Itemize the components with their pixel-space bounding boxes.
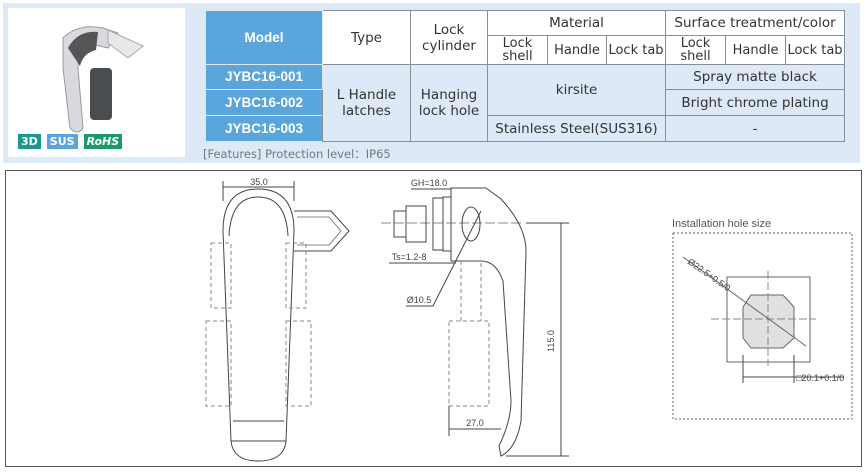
model-cell: JYBC16-002 [205, 89, 323, 116]
subheader: Handle [725, 35, 787, 65]
subheader: Lock tab [605, 35, 667, 65]
table-row: JYBC16-001 L Handle latches Hanging lock… [205, 64, 846, 142]
header-type: Type [322, 10, 411, 65]
spec-table: Model Type Lock cylinder Material Surfac… [205, 10, 846, 142]
features-text: [Features] Protection level：IP65 [203, 147, 391, 161]
table-row: JYBC16-003 Stainless Steel(SUS316) - [205, 115, 846, 142]
model-cell: JYBC16-003 [205, 115, 323, 142]
hole-title: Installation hole size [672, 218, 771, 230]
subheader: Handle [547, 35, 607, 65]
subheader: Lock tab [785, 35, 846, 65]
dim-height: 115.0 [546, 330, 556, 352]
dim-dia: Ø10.5 [407, 295, 432, 305]
lock-cylinder-cell: Hanging lock hole [410, 64, 488, 142]
badge-sus: SUS [46, 134, 78, 149]
hole-square: □20.1+0.1/0 [796, 373, 844, 383]
surface-cell: - [665, 115, 846, 142]
surface-cell: Bright chrome plating [665, 89, 846, 116]
header-lock-cylinder: Lock cylinder [410, 10, 488, 65]
product-photo: 3D SUS RoHS [8, 8, 185, 157]
material-cell: kirsite [486, 64, 667, 116]
type-cell: L Handle latches [322, 64, 411, 142]
header-surface: Surface treatment/color [665, 10, 846, 36]
dim-width: 35.0 [250, 177, 268, 187]
dim-ts: Ts=1.2-8 [392, 252, 427, 262]
material-cell: Stainless Steel(SUS316) [486, 115, 667, 142]
installation-hole: Installation hole size Ø22.5+0.5/0 □20.1… [672, 218, 853, 420]
dim-depth: 27.0 [466, 418, 484, 428]
badge-rohs: RoHS [83, 134, 123, 149]
header-model: Model [205, 10, 323, 65]
header-material: Material [486, 10, 667, 36]
technical-drawing: 35.0 GH=18.0 Ts=1.2-8 Ø10.5 115.0 27.0 I… [5, 170, 862, 467]
latch-image [62, 26, 144, 133]
model-cell: JYBC16-001 [205, 64, 323, 90]
subheader: Lock shell [487, 35, 548, 65]
dim-gh: GH=18.0 [411, 178, 447, 188]
front-view: 35.0 [205, 177, 350, 462]
side-view: GH=18.0 Ts=1.2-8 Ø10.5 115.0 27.0 [381, 178, 569, 457]
hole-diameter: Ø22.5+0.5/0 [686, 256, 733, 293]
subheader: Lock shell [665, 35, 727, 65]
surface-cell: Spray matte black [665, 64, 846, 90]
badge-3d: 3D [18, 134, 41, 149]
